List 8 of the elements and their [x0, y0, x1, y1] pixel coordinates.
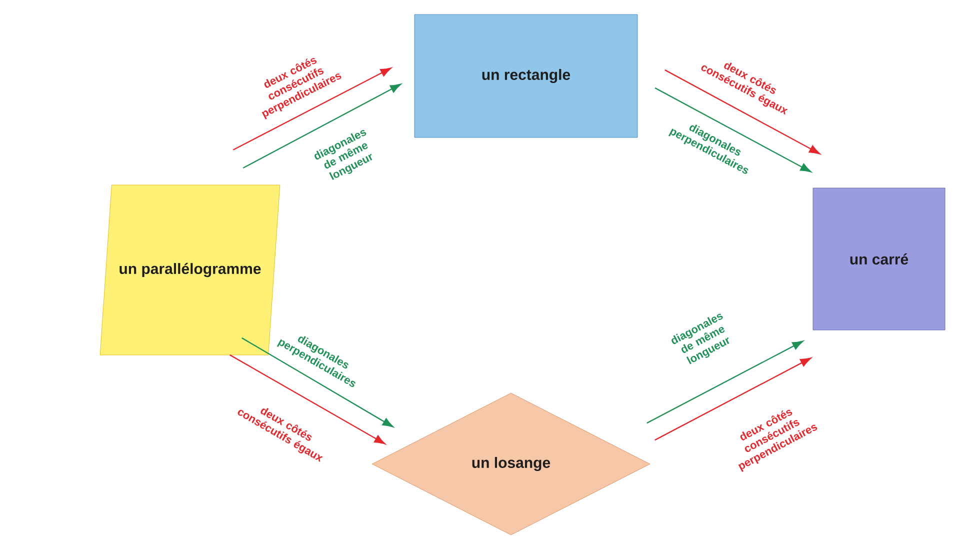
arrow	[664, 69, 820, 154]
arrow	[242, 84, 402, 169]
arrow	[242, 337, 394, 428]
arrow	[654, 358, 812, 441]
arrow	[646, 340, 804, 424]
arrow	[654, 87, 812, 172]
arrow	[232, 68, 392, 150]
arrow	[230, 354, 386, 444]
